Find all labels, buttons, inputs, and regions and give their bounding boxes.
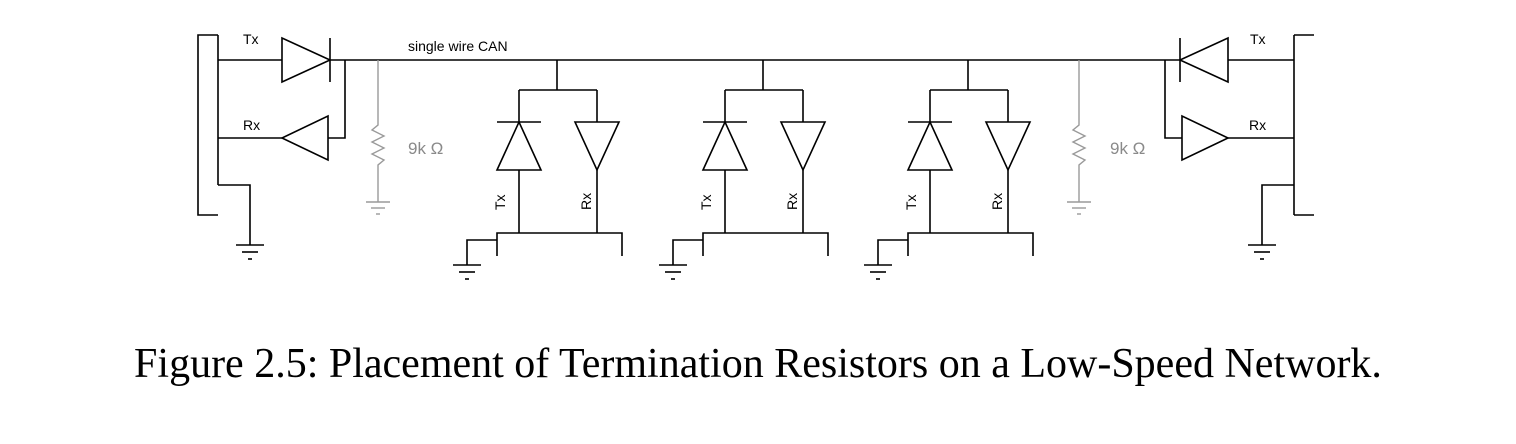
right-rx-receiver xyxy=(1181,114,1230,162)
middle-rx-label: Rx xyxy=(578,193,594,210)
middle-rx-label: Rx xyxy=(989,193,1005,210)
rx-receiver xyxy=(779,121,827,172)
rx-receiver xyxy=(984,121,1032,172)
circuit-diagram: single wire CAN Tx Rx 9k Ω xyxy=(197,31,1314,280)
right-rx-label: Rx xyxy=(1249,117,1266,133)
right-tx-driver xyxy=(1178,36,1229,84)
middle-tx-label: Tx xyxy=(492,194,508,210)
middle-rx-label: Rx xyxy=(784,193,800,210)
left-tx-driver xyxy=(281,36,332,84)
middle-tx-label: Tx xyxy=(698,194,714,210)
left-resistor-label: 9k Ω xyxy=(408,139,443,158)
tx-driver xyxy=(495,120,543,171)
middle-tx-label: Tx xyxy=(903,194,919,210)
left-end-node: Tx Rx xyxy=(197,31,346,260)
ground-icon xyxy=(659,264,687,280)
middle-node-3: Tx Rx xyxy=(864,60,1034,280)
figure-caption: Figure 2.5: Placement of Termination Res… xyxy=(134,341,1382,387)
right-end-node: Tx Rx xyxy=(1164,31,1314,260)
left-ground-icon xyxy=(236,244,264,260)
left-termination-resistor: 9k Ω xyxy=(366,60,443,215)
tx-driver xyxy=(906,120,954,171)
right-ground-icon xyxy=(1248,244,1276,260)
tx-driver xyxy=(701,120,749,171)
rx-receiver xyxy=(573,121,621,172)
ground-icon xyxy=(864,264,892,280)
left-rx-label: Rx xyxy=(243,117,260,133)
ground-icon xyxy=(453,264,481,280)
right-termination-resistor: 9k Ω xyxy=(1067,60,1145,215)
left-rx-receiver xyxy=(280,114,329,162)
left-tx-label: Tx xyxy=(243,31,259,47)
right-tx-label: Tx xyxy=(1250,31,1266,47)
middle-node-2: Tx Rx xyxy=(659,60,829,280)
bus-label: single wire CAN xyxy=(408,38,508,54)
middle-node-1: Tx Rx xyxy=(453,60,623,280)
right-resistor-label: 9k Ω xyxy=(1110,139,1145,158)
